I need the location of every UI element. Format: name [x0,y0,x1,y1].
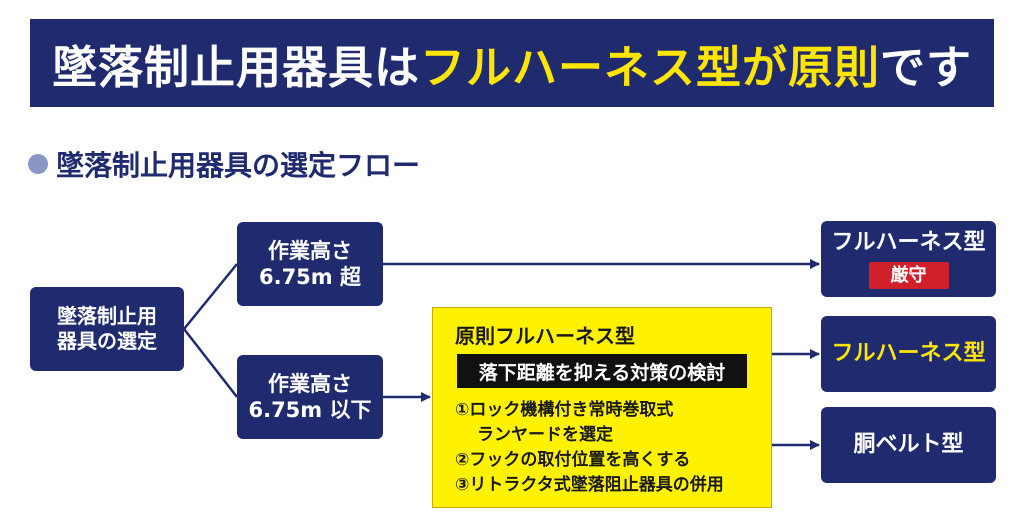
title-part3: です [880,40,973,94]
branch-low-box: 作業高さ 6.75m 以下 [237,355,383,439]
measure-item: ③リトラクタ式墜落阻止器具の併用 [455,475,724,495]
branch-low-line2: 6.75m 以下 [248,398,372,422]
title-banner: 墜落制止用器具はフルハーネス型が原則です [30,19,994,107]
title-part2: フルハーネス型が原則 [419,40,880,94]
principle-title: 原則フルハーネス型 [455,324,635,348]
start-line1: 墜落制止用 [57,304,157,328]
connector-start-low [183,328,238,398]
result-full-label: フルハーネス型 [831,341,986,367]
principle-box: 原則フルハーネス型 落下距離を抑える対策の検討 ①ロック機構付き常時巻取式 ラン… [432,307,772,508]
measure-list: ①ロック機構付き常時巻取式 ランヤードを選定 ②フックの取付位置を高くする ③リ… [455,398,767,498]
result-belt-box: 胴ベルト型 [821,407,996,483]
result-strict-label: フルハーネス型 [831,229,986,255]
bullet-icon [28,154,48,174]
title-part1: 墜落制止用器具は [51,40,420,94]
measure-item: ①ロック機構付き常時巻取式 [455,400,674,420]
branch-low-line1: 作業高さ [268,371,352,396]
measure-item: ランヤードを選定 [477,425,613,445]
connector-start-high [183,263,238,330]
measure-item: ②フックの取付位置を高くする [455,450,691,470]
measure-bar: 落下距離を抑える対策の検討 [457,354,747,388]
result-full-box: フルハーネス型 [821,316,996,392]
flow-subheading: 墜落制止用器具の選定フロー [28,144,420,184]
strict-badge: 厳守 [868,262,949,290]
branch-high-line2: 6.75m 超 [258,265,361,289]
start-line2: 器具の選定 [57,329,157,353]
subheading-text: 墜落制止用器具の選定フロー [56,149,421,182]
result-belt-label: 胴ベルト型 [853,432,964,458]
result-strict-box: フルハーネス型 厳守 [821,221,996,297]
branch-high-line1: 作業高さ [268,238,352,263]
start-box: 墜落制止用 器具の選定 [30,287,184,371]
branch-high-box: 作業高さ 6.75m 超 [237,222,383,306]
